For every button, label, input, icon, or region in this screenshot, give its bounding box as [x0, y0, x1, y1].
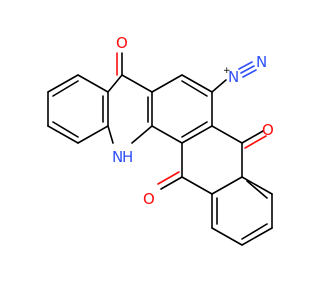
diazo-nitrogen-label-1: N [228, 68, 239, 86]
molecule-structure: O O O N + N N H [47, 34, 274, 246]
atom-labels: O O O N + N N H [112, 34, 274, 208]
oxygen-label-top: O [116, 34, 128, 52]
carbonyl-bonds [116, 52, 267, 190]
amine-nitrogen-label: N [112, 148, 123, 166]
bond-skeleton [47, 74, 273, 246]
amine-hydrogen-label: H [122, 148, 133, 166]
oxygen-label-bottom: O [143, 190, 155, 208]
diazonium-bonds [211, 61, 257, 93]
diazo-nitrogen-label-2: N [256, 53, 267, 71]
diazo-charge-label: + [223, 66, 231, 76]
oxygen-label-right: O [262, 121, 274, 139]
